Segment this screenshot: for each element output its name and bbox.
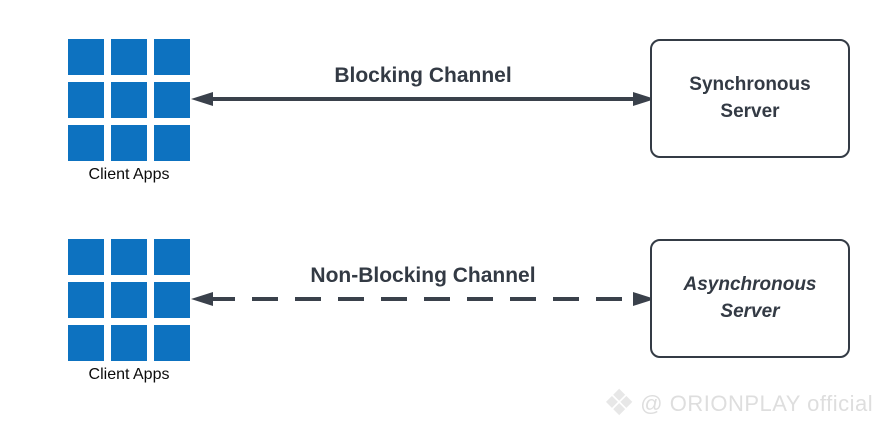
app-square [68,239,104,275]
app-square [154,325,190,361]
arrowhead-left [191,92,213,106]
app-square [111,239,147,275]
arrowhead-right [633,92,655,106]
app-square [68,282,104,318]
arrowhead-right [633,292,655,306]
nonblocking-channel-arrow [191,292,655,306]
nonblocking-channel-label: Non-Blocking Channel [310,264,536,287]
watermark-text: @ ORIONPLAY official [640,391,874,416]
app-square [111,82,147,118]
client-apps-grid-blocking [68,39,190,161]
app-square [154,39,190,75]
watermark: ❖ @ ORIONPLAY official [603,386,873,422]
asynchronous-server-box: Asynchronous Server [650,239,850,358]
asynchronous-server-label: Asynchronous Server [683,273,817,322]
app-square [111,39,147,75]
app-square [111,125,147,161]
app-square [68,125,104,161]
app-square [68,325,104,361]
blocking-channel-label: Blocking Channel [334,64,512,87]
app-square [154,282,190,318]
client-apps-grid-nonblocking [68,239,190,361]
arrowhead-left [191,292,213,306]
blocking-channel-arrow [191,92,655,106]
app-square [111,282,147,318]
app-square [154,125,190,161]
synchronous-server-box: Synchronous Server [650,39,850,158]
synchronous-server-label: Synchronous Server [689,73,811,122]
client-apps-label-blocking: Client Apps [88,166,170,183]
app-square [111,325,147,361]
client-apps-label-nonblocking: Client Apps [88,366,170,383]
app-square [154,239,190,275]
app-square [68,82,104,118]
app-square [68,39,104,75]
diamond-logo-icon: ❖ [603,383,636,424]
app-square [154,82,190,118]
